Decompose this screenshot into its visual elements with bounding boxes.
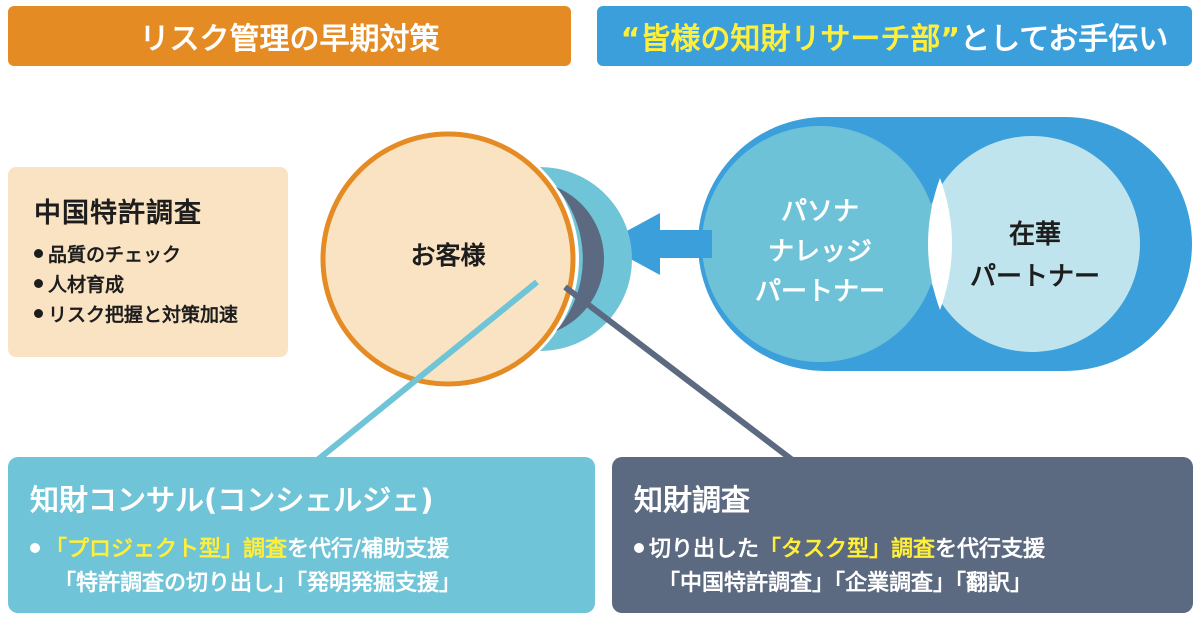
bullet-icon <box>30 543 40 553</box>
consult-line-1: 「プロジェクト型」調査を代行/補助支援 <box>30 533 595 567</box>
risk-banner-text: リスク管理の早期対策 <box>139 22 440 57</box>
survey-crescent <box>556 187 604 331</box>
arrow-left-icon <box>603 213 712 275</box>
consult-box-title: 知財コンサル(コンシェルジェ) <box>30 483 434 517</box>
china-box-item: 品質のチェック <box>34 240 288 270</box>
bullet-icon <box>34 279 43 288</box>
research-banner-rest: としてお手伝い <box>960 22 1169 57</box>
client-outline <box>320 131 576 387</box>
bullet-icon <box>634 543 644 553</box>
china-box-title: 中国特許調査 <box>34 198 202 229</box>
survey-line-2: 「中国特許調査」「企業調査」「翻訳」 <box>658 571 1033 596</box>
consult-box: 知財コンサル(コンシェルジェ) 「プロジェクト型」調査を代行/補助支援 「特許調… <box>8 457 595 613</box>
survey-line-1: 切り出した「タスク型」調査を代行支援 <box>634 533 1193 567</box>
local-partner-label: 在華 パートナー <box>969 220 1100 292</box>
pasona-label: パソナ ナレッジ パートナー <box>754 197 885 307</box>
survey-box: 知財調査 切り出した「タスク型」調査を代行支援 「中国特許調査」「企業調査」「翻… <box>612 457 1193 613</box>
china-box-item: 人材育成 <box>34 270 288 300</box>
venn-intersection <box>928 178 952 310</box>
client-circle <box>323 134 573 384</box>
client-label: お客様 <box>410 241 486 270</box>
bullet-icon <box>34 249 43 258</box>
research-banner-highlight: “皆様の知財リサーチ部” <box>620 22 961 57</box>
consult-connector <box>313 279 539 465</box>
china-patent-box: 中国特許調査 品質のチェック 人材育成 リスク把握と対策加速 <box>8 167 288 357</box>
bullet-icon <box>34 309 43 318</box>
local-partner-circle <box>924 136 1140 352</box>
survey-connector <box>563 284 797 465</box>
consult-line-2: 「特許調査の切り出し」「発明発掘支援」 <box>54 571 462 596</box>
survey-box-title: 知財調査 <box>634 483 751 517</box>
risk-banner: リスク管理の早期対策 <box>8 6 571 66</box>
research-banner: “皆様の知財リサーチ部”としてお手伝い <box>597 6 1192 66</box>
china-box-item: リスク把握と対策加速 <box>34 300 288 330</box>
pasona-circle <box>702 126 938 362</box>
